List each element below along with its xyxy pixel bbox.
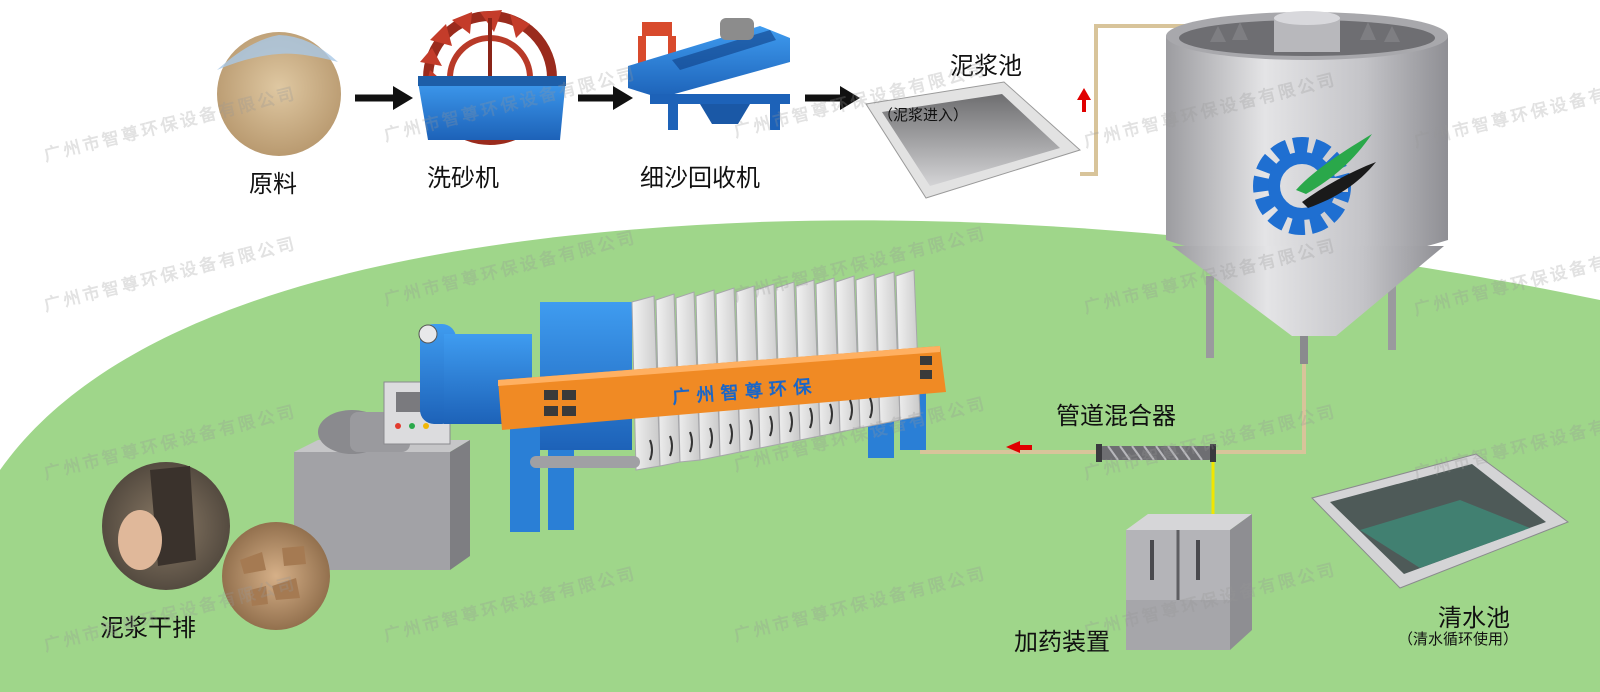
- label-clear-water-pool: 清水池: [1438, 604, 1510, 632]
- sand-washer-machine: [418, 10, 566, 145]
- label-pipe-mixer: 管道混合器: [1056, 402, 1176, 430]
- label-sand-washer: 洗砂机: [427, 164, 499, 192]
- clear-water-pool: [1311, 453, 1570, 589]
- flow-arrow-1: [355, 86, 413, 110]
- label-raw-material: 原料: [249, 170, 297, 198]
- fine-sand-recovery-machine: [628, 18, 790, 130]
- red-up-arrow: [1077, 88, 1091, 112]
- label-dry-discharge: 泥浆干排: [100, 614, 196, 642]
- label-slurry-inlet: （泥浆进入）: [878, 106, 969, 124]
- slurry-pool: [865, 81, 1081, 199]
- filter-press: [294, 269, 946, 570]
- flow-arrow-2: [578, 86, 633, 110]
- sludge-pipe: [920, 364, 1306, 454]
- slurry-pipe: [1080, 24, 1196, 176]
- flow-arrow-3: [805, 86, 860, 110]
- red-left-arrow: [1006, 441, 1032, 453]
- company-logo: [1253, 134, 1376, 235]
- raw-material-image: [217, 32, 341, 156]
- mud-cake-photo: [102, 462, 230, 590]
- label-slurry-pool: 泥浆池: [950, 52, 1022, 80]
- label-fine-sand-recovery: 细沙回收机: [640, 164, 760, 192]
- dosing-device: [1126, 514, 1252, 650]
- pipe-mixer: [1096, 444, 1216, 462]
- dry-cake-photo: [222, 522, 330, 630]
- label-clear-water-note: （清水循环使用）: [1398, 630, 1519, 648]
- label-dosing-device: 加药装置: [1014, 628, 1110, 656]
